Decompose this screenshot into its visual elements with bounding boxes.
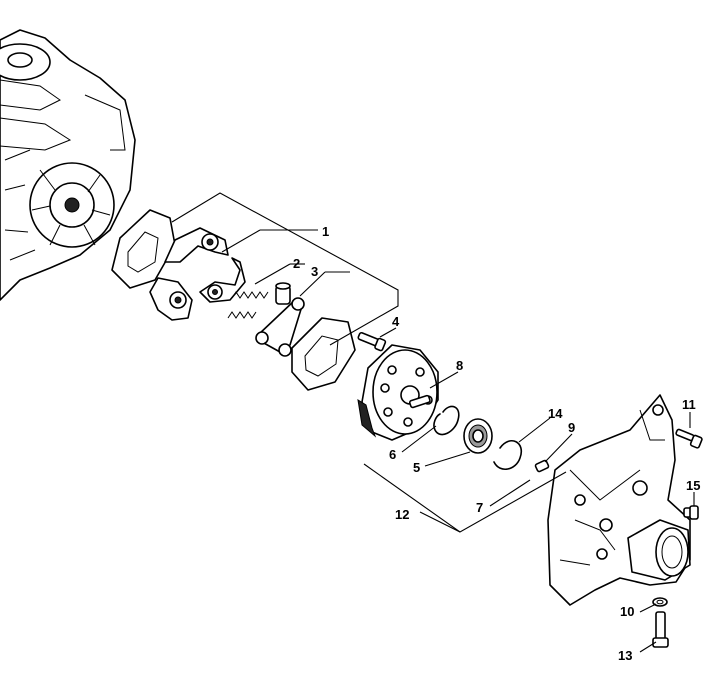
callout-4: 4 — [392, 314, 400, 329]
callout-9: 9 — [568, 420, 575, 435]
clutch-drum — [357, 344, 439, 441]
callout-14: 14 — [548, 406, 563, 421]
callout-8: 8 — [456, 358, 463, 373]
callout-labels: 1 2 3 4 5 6 7 8 9 10 11 12 13 14 15 — [293, 224, 700, 663]
gear-housing — [547, 394, 691, 606]
callout-10: 10 — [620, 604, 634, 619]
screw-4 — [357, 331, 387, 352]
callout-1: 1 — [322, 224, 329, 239]
ball-bearing — [463, 418, 493, 454]
circlip-6 — [433, 405, 460, 436]
clutch-washer-right — [291, 317, 356, 391]
clutch-carrier-link — [255, 297, 305, 357]
engine-crankcase — [0, 29, 136, 301]
clutch-shoes — [149, 227, 246, 321]
callout-15: 15 — [686, 478, 700, 493]
callout-13: 13 — [618, 648, 632, 663]
callout-6: 6 — [389, 447, 396, 462]
callout-2: 2 — [293, 256, 300, 271]
callout-3: 3 — [311, 264, 318, 279]
pin-9 — [534, 459, 550, 473]
callout-7: 7 — [476, 500, 483, 515]
clutch-springs — [227, 291, 269, 319]
callout-5: 5 — [413, 460, 420, 475]
screw-13 — [652, 611, 669, 648]
callout-11: 11 — [682, 397, 696, 412]
clutch-washer-left — [111, 209, 176, 289]
bushing — [275, 282, 291, 305]
washer-10 — [652, 597, 668, 607]
screw-15 — [683, 505, 699, 520]
screw-11 — [675, 428, 703, 449]
leader-lines — [171, 192, 695, 653]
callout-12: 12 — [395, 507, 409, 522]
circlip-14 — [493, 440, 523, 470]
